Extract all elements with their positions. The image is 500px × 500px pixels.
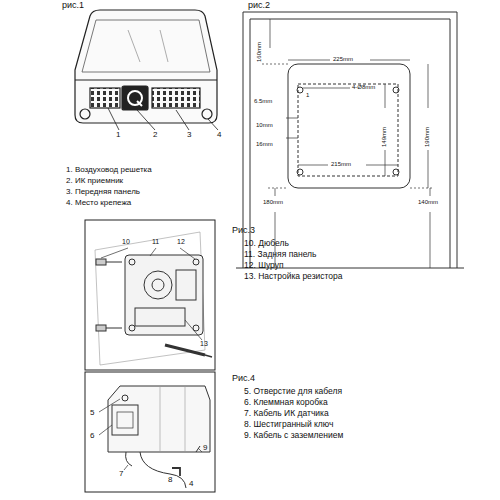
callout-number: 4: [217, 131, 221, 140]
callout-number: 9: [203, 444, 207, 453]
part-name: 7. Кабель ИК датчика: [244, 409, 329, 418]
part-name: 4. Место крепежа: [66, 199, 131, 208]
part-name: 11. Задняя панель: [244, 250, 317, 259]
dimension: 140mm: [418, 199, 438, 206]
callout-number: 1: [306, 92, 309, 99]
dimension: 180mm: [263, 199, 283, 206]
part-name: 6. Клеммная коробка: [244, 398, 328, 407]
dimension: 10mm: [256, 122, 273, 129]
part-name: 5. Отверстие для кабеля: [244, 387, 342, 396]
dimension: 225mm: [333, 56, 353, 63]
part-name: 10. Дюбель: [244, 239, 289, 248]
back-panel-mounting: [85, 220, 215, 370]
dimension: 4-Ø8mm: [352, 84, 375, 91]
part-name: 9. Кабель с заземлением: [244, 431, 343, 440]
part-name: 3. Передняя панель: [66, 188, 140, 197]
mounting-plan: [236, 12, 464, 268]
dimension: 160mm: [256, 42, 263, 62]
part-name: 12. Шуруп: [244, 261, 284, 270]
figure-title: Рис.3: [232, 226, 255, 236]
callout-number: 11: [152, 238, 159, 246]
callout-number: 3: [187, 131, 191, 140]
callout-number: 2: [153, 131, 157, 140]
dryer-front: [75, 10, 218, 130]
wiring-view: [85, 372, 215, 492]
dimension: 215mm: [331, 161, 351, 168]
figure-title: рис.1: [62, 1, 84, 11]
callout-number: 12: [177, 238, 185, 246]
dimension: 190mm: [424, 127, 431, 147]
callout-number: 4: [189, 480, 193, 489]
callout-number: 5: [90, 409, 94, 418]
dimension: 149mm: [381, 127, 388, 147]
dimension: 6.5mm: [254, 98, 272, 105]
part-name: 8. Шестигранный ключ: [244, 420, 333, 429]
part-name: 1. Воздуховод решетка: [66, 166, 152, 175]
callout-number: 7: [119, 470, 123, 479]
callout-number: 13: [200, 340, 208, 348]
callout-number: 10: [122, 238, 130, 246]
figure-title: Рис.4: [232, 374, 255, 384]
callout-number: 1: [116, 131, 120, 140]
callout-number: 6: [90, 432, 94, 441]
part-name: 13. Настройка резистора: [244, 272, 343, 281]
callout-number: 8: [168, 476, 172, 485]
part-name: 2. ИК приемник: [66, 177, 123, 186]
figure-title: рис.2: [248, 1, 270, 11]
dimension: 16mm: [256, 141, 273, 148]
